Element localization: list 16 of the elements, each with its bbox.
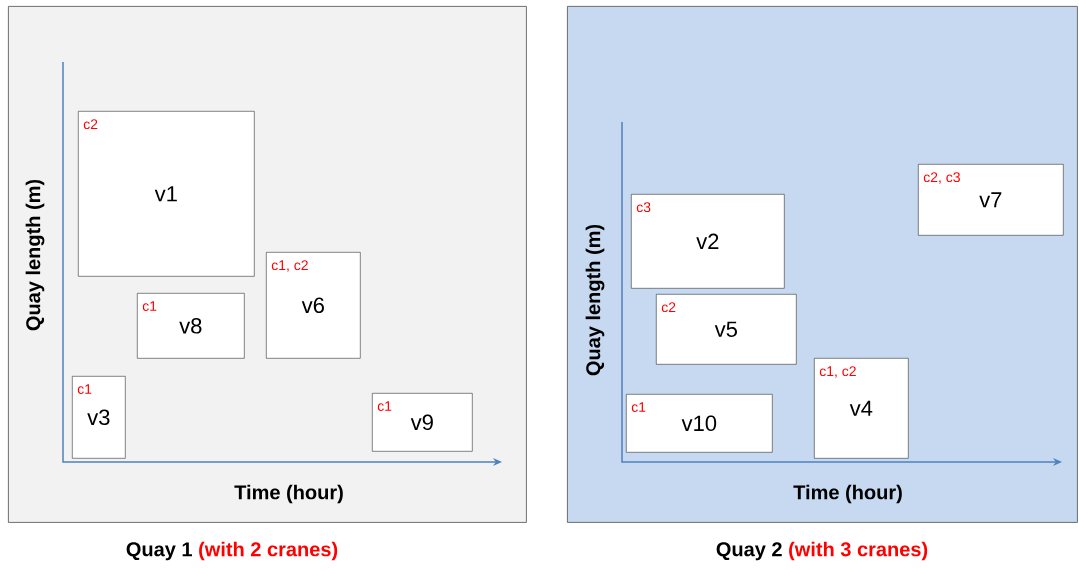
panel-caption: Quay 1 (with 2 cranes) <box>126 541 338 561</box>
crane-label: c1 <box>77 384 92 394</box>
crane-label: c2, c3 <box>923 172 960 184</box>
axis-label: Quay length (m) <box>585 224 605 376</box>
crane-label: c3 <box>636 202 651 213</box>
crane-label: c1 <box>142 301 157 311</box>
panel-caption: Quay 2 (with 3 cranes) <box>716 541 928 561</box>
crane-label: c1, c2 <box>271 260 308 272</box>
axis-label: Time (hour) <box>234 484 343 504</box>
crane-label: c1 <box>377 401 392 411</box>
crane-label: c2 <box>83 119 98 130</box>
axis-label: Quay length (m) <box>25 179 45 331</box>
crane-label: c1, c2 <box>819 366 856 378</box>
axis-label: Time (hour) <box>793 484 902 504</box>
crane-label: c2 <box>661 302 676 313</box>
crane-label: c1 <box>631 402 646 412</box>
